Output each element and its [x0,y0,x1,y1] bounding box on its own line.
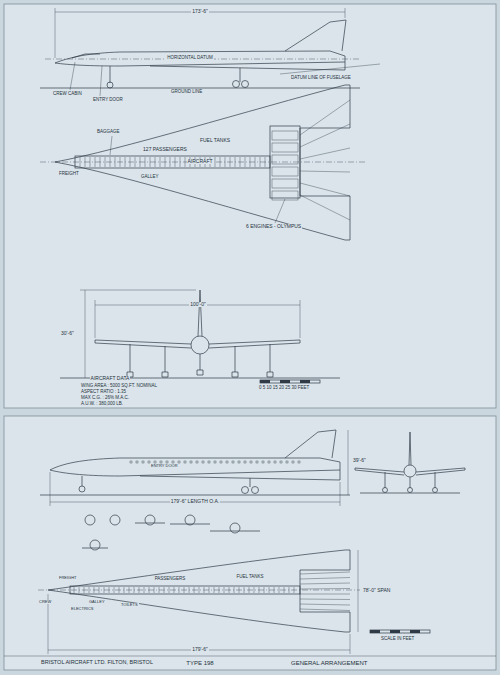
drawing-label: DATUM LINE OF FUSELAGE [290,76,352,81]
drawing-label: FUEL TANKS [199,138,231,143]
fuselage-sections [82,515,260,550]
drawing-label: GROUND LINE [170,90,203,95]
drawing-label: ELECTRICS [70,607,94,611]
top-sheet [4,4,496,408]
drawing-label: BAGGAGE [96,130,121,135]
drawing-label: 100'-0" [189,302,207,307]
drawing-label: AIRCRAFT [187,159,214,164]
scale-bar-bottom [370,630,430,633]
drawing-label: FREIGHT [58,172,80,177]
front-view-top [60,290,340,378]
scale-bar-top [260,380,320,383]
title-block-rule [4,656,496,657]
drawing-label: 179'-6" [191,647,209,652]
drawing-label: AIRCRAFT DATA [90,376,131,381]
drawing-label: FUEL TANKS [235,575,264,580]
plan-view-top [40,85,365,240]
drawing-label: 127 PASSENGERS [142,147,188,152]
drawing-label: 78'-0" SPAN [362,588,391,593]
drawing-label: CREW CABIN [52,92,83,97]
drawing-label: FREIGHT [58,576,78,580]
drawing-label: 173'-6" [191,9,209,14]
bottom-sheet [4,416,496,670]
drawing-label: TYPE 198 [185,660,214,666]
side-view-top [40,8,380,96]
drawing-label: A.U.W. : 380,000 LB. [80,402,124,407]
drawing-label: ENTRY DOOR [92,98,124,103]
drawing-label: 0 5 10 15 20 25 30 FEET [258,386,310,391]
plan-view-bottom [38,550,360,654]
drawing-label: PASSENGERS [154,577,187,582]
drawing-label: CREW [38,600,52,604]
drawing-label: ASPECT RATIO : 1.35 [80,390,127,395]
drawing-label: MAX C.G. : 26% M.A.C. [80,396,130,401]
drawing-label: 179'-6" LENGTH O.A. [170,499,221,504]
drawing-label: GALLEY [140,175,160,180]
drawing-label: 6 ENGINES - OLYMPUS [245,224,302,229]
drawing-label: TOILETS [120,603,139,607]
drawing-label: 39'-6" [352,458,367,463]
front-view-bottom [355,432,465,493]
drawing-label: ENTRY DOOR [150,464,179,468]
drawing-label: BRISTOL AIRCRAFT LTD. FILTON, BRISTOL [40,660,154,666]
side-view-bottom [40,430,350,506]
drawing-label: SCALE IN FEET [380,637,415,642]
drawing-label: HORIZONTAL DATUM [166,56,213,61]
drawing-label: GALLEY [88,600,106,604]
drawing-label: GENERAL ARRANGEMENT [290,660,368,666]
drawing-label: WING AREA : 5000 SQ.FT. NOMINAL [80,384,158,389]
drawing-label: 30'-6" [60,331,75,336]
